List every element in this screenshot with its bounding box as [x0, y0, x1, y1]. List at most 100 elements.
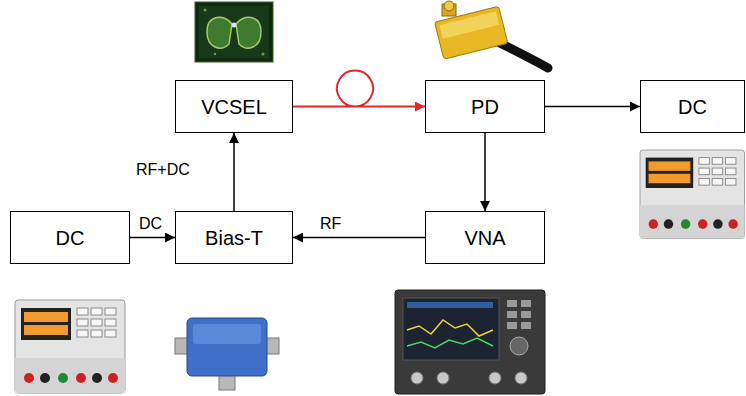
key: [507, 322, 517, 329]
vcsel-aperture: [232, 23, 237, 28]
terminal: [24, 373, 34, 383]
vna-photo: [395, 290, 545, 394]
key: [712, 179, 722, 186]
chip-pad: [236, 17, 261, 48]
screen-trace: [407, 338, 493, 348]
key: [105, 308, 116, 315]
process-box: VCSEL: [175, 80, 293, 133]
vna-port: [411, 372, 423, 384]
process-box: PD: [425, 80, 545, 133]
box-label: PD: [471, 95, 499, 119]
connector-arrow: [293, 237, 425, 239]
vcsel-chip-photo: [195, 2, 273, 62]
keypad: [77, 308, 116, 337]
sma-connector: [444, 1, 454, 11]
supply-display: [21, 308, 71, 340]
key: [507, 311, 517, 318]
key: [712, 158, 722, 165]
key: [91, 330, 102, 337]
chip-speck: [214, 53, 216, 55]
bias-tee-highlight: [193, 324, 261, 344]
supply-body: [640, 150, 745, 238]
terminal: [681, 219, 691, 229]
terminal: [664, 219, 674, 229]
chip-speck: [262, 53, 265, 56]
chip-ground: [195, 2, 273, 62]
signal-label: RF: [318, 214, 343, 233]
power-supply-photo: [640, 150, 745, 238]
chip-surface: [199, 6, 269, 58]
display-readout: [24, 325, 68, 335]
connector-arrow: [130, 237, 175, 239]
key: [507, 300, 517, 307]
chip-pad: [207, 17, 232, 48]
vna-port: [437, 372, 449, 384]
display-readout: [649, 174, 691, 184]
key: [699, 158, 709, 165]
power-supply-photo: [15, 300, 125, 393]
key: [521, 322, 531, 329]
screen-trace: [407, 320, 493, 336]
terminal: [713, 219, 723, 229]
box-label: VNA: [464, 226, 505, 250]
display-readout: [649, 161, 691, 171]
vna-screen: [403, 298, 499, 360]
terminal: [40, 373, 50, 383]
supply-body: [15, 300, 125, 393]
signal-label: DC: [137, 214, 164, 233]
process-box: DC: [640, 80, 745, 133]
connector-arrow: [484, 133, 486, 211]
box-label: Bias-T: [205, 226, 263, 250]
key: [521, 311, 531, 318]
photodetector-photo: [435, 1, 548, 68]
terminal: [58, 373, 68, 383]
vna-knob: [510, 337, 528, 355]
process-box: DC: [10, 211, 130, 264]
supply-display: [646, 158, 694, 188]
box-label: VCSEL: [201, 95, 267, 119]
key: [105, 319, 116, 326]
key: [77, 330, 88, 337]
connector-arrow: [293, 71, 425, 107]
terminal: [698, 219, 708, 229]
connector-arrow: [545, 106, 640, 108]
display-readout: [24, 312, 68, 322]
screen-menu: [407, 302, 493, 308]
key: [91, 319, 102, 326]
box-label: DC: [678, 95, 707, 119]
terminal: [649, 219, 659, 229]
terminal-panel: [640, 205, 745, 238]
terminal-panel: [15, 358, 125, 393]
key: [726, 168, 736, 175]
vna-port: [489, 372, 501, 384]
key: [699, 179, 709, 186]
key: [726, 179, 736, 186]
vna-port: [515, 372, 527, 384]
keypad: [699, 158, 736, 186]
key: [77, 319, 88, 326]
vna-keys: [507, 300, 531, 329]
connector-arrow: [233, 133, 235, 211]
key: [521, 300, 531, 307]
key: [91, 308, 102, 315]
vna-body: [395, 290, 545, 394]
terminal: [76, 373, 86, 383]
key: [105, 330, 116, 337]
bias-tee-body: [187, 318, 267, 376]
process-box: Bias-T: [175, 211, 293, 264]
terminal: [728, 219, 738, 229]
key: [726, 158, 736, 165]
key: [699, 168, 709, 175]
key: [77, 308, 88, 315]
key: [712, 168, 722, 175]
bias-tee-photo: [175, 318, 279, 390]
chip-speck: [204, 9, 207, 12]
signal-label: RF+DC: [134, 160, 192, 179]
terminal: [108, 373, 118, 383]
process-box: VNA: [425, 211, 545, 264]
terminal: [92, 373, 102, 383]
box-label: DC: [56, 226, 85, 250]
